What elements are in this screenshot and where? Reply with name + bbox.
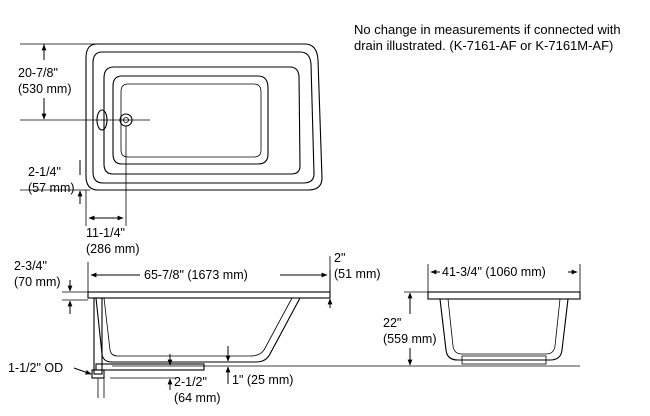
end-rim bbox=[427, 291, 581, 300]
side-tub-inner bbox=[103, 297, 293, 357]
base-height: 1" (25 mm) bbox=[232, 373, 293, 387]
end-tub-inner bbox=[447, 298, 561, 355]
plan-width-in: 20-7/8" bbox=[18, 66, 58, 80]
drop-mm: (64 mm) bbox=[174, 391, 221, 405]
plan-drain-end-mm: (286 mm) bbox=[86, 242, 139, 256]
side-rim bbox=[87, 291, 331, 299]
plan-basin-floor bbox=[120, 83, 262, 158]
side-view: 65-7/8" (1673 mm) 2-3/4" (70 mm) 2" (51 … bbox=[8, 251, 400, 405]
note-line-2: drain illustrated. (K-7161-AF or K-7161M… bbox=[354, 38, 613, 53]
plan-offset-mm: (57 mm) bbox=[28, 181, 75, 195]
plan-offset-in: 2-1/4" bbox=[28, 165, 61, 179]
drain-pipe bbox=[95, 363, 205, 371]
side-tub-body bbox=[95, 297, 301, 363]
plan-rim-inner bbox=[92, 51, 315, 184]
plan-drain-end-in: 11-1/4" bbox=[86, 226, 125, 240]
flange-mm: (51 mm) bbox=[334, 267, 381, 281]
end-height-in: 22" bbox=[383, 316, 401, 330]
end-view: 41-3/4" (1060 mm) 22" (559 mm) bbox=[383, 264, 581, 367]
plan-width-mm: (530 mm) bbox=[18, 82, 71, 96]
plan-basin-inner bbox=[112, 75, 269, 165]
note-line-1: No change in measurements if connected w… bbox=[354, 22, 621, 37]
end-width: 41-3/4" (1060 mm) bbox=[442, 265, 546, 279]
plan-basin-outer bbox=[103, 66, 301, 175]
rim-height-mm: (70 mm) bbox=[14, 275, 61, 289]
od-leader bbox=[73, 367, 92, 375]
drain-od: 1-1/2" OD bbox=[8, 361, 63, 375]
overflow-pipe bbox=[93, 297, 103, 375]
plan-view: 20-7/8" (530 mm) 2-1/4" (57 mm) 11-1/4" … bbox=[18, 43, 323, 256]
end-tub-body bbox=[439, 298, 569, 361]
rim-height-in: 2-3/4" bbox=[14, 259, 47, 273]
side-length: 65-7/8" (1673 mm) bbox=[144, 268, 248, 282]
end-tub-base bbox=[461, 355, 547, 365]
drop-in: 2-1/2" bbox=[174, 375, 207, 389]
flange-in: 2" bbox=[334, 251, 345, 265]
plan-outer-rim bbox=[85, 43, 323, 191]
end-height-mm: (559 mm) bbox=[383, 332, 436, 346]
